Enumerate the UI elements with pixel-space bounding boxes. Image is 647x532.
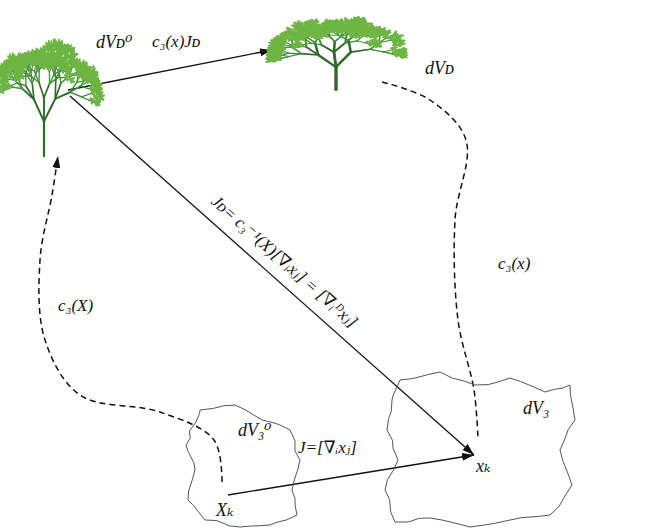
fractal-leaf [90,98,94,105]
volume-label: dVᴅ⁰ [96,32,132,54]
fractal-branch [357,41,366,43]
fractal-branch [336,52,351,67]
arrow-connector [70,96,474,455]
arrow-connector [228,455,474,495]
fractal-branch [289,54,301,57]
fractal-leaf [42,55,46,62]
fractal-tree [0,38,105,156]
fractal-branch [44,99,55,121]
fractal-leaf [65,75,69,82]
fractal-branch [334,52,336,67]
fractal-volume: dVᴅ⁰ [0,28,160,160]
fractal-branch [59,72,61,83]
fractal-leaf [70,79,76,84]
fractal-branch [35,72,39,83]
fractal-branch [335,36,341,41]
fractal-volume: dVᴅ [262,0,467,95]
fractal-branch [80,86,89,88]
fractal-branch [293,47,302,53]
fractal-branch [28,66,34,71]
fractal-leaf [9,65,11,72]
fractal-branch [80,82,87,86]
fractal-branch [70,92,81,97]
fractal-branch [27,68,30,76]
fractal-branch [283,51,290,54]
fractal-leaf [59,52,63,59]
fractal-leaf [60,66,66,71]
fractal-leaf [33,56,39,61]
fractal-tree [264,16,408,90]
fractal-leaf [26,51,31,58]
fractal-branch [329,36,335,42]
fractal-branch [334,43,345,52]
fractal-branch [55,92,70,99]
fractal-branch [34,99,44,121]
fractal-branch [81,94,90,97]
fractal-leaf [60,61,65,64]
fractal-branch [39,82,44,97]
fractal-branch [58,77,65,78]
fractal-branch [305,39,310,43]
fractal-leaf [89,98,93,105]
fractal-branch [345,41,357,43]
fractal-leaf [2,71,8,77]
arrow-connector [68,50,272,90]
fractal-leaf [25,60,29,67]
fractal-branch [304,43,311,45]
fractal-leaf [2,80,8,86]
dashed-mapping [39,156,222,482]
fractal-leaf [95,102,101,107]
fractal-branch [334,67,337,90]
fractal-shape [262,0,467,95]
fractal-shape [0,28,160,160]
fractal-branch [338,35,348,40]
fractal-branch [43,121,45,156]
fractal-branch [44,84,50,98]
fractal-branch [321,45,334,52]
fractal-leaf [0,86,1,92]
fractal-branch [281,53,289,55]
fractal-branch [25,74,27,86]
fractal-branch [351,49,371,52]
fractal-branch [70,86,80,92]
fractal-leaf [87,78,92,85]
dashed-mapping [382,82,478,438]
fractal-branch [12,83,18,86]
fractal-branch [38,69,40,82]
fractal-branch [81,97,89,100]
fractal-branch [32,83,34,99]
fractal-branch [349,40,351,52]
fractal-leaf [45,66,51,70]
fractal-leaf [76,72,80,79]
fractal-leaf [69,73,74,76]
fractal-branch [17,83,26,86]
fractal-leaf [96,82,102,87]
